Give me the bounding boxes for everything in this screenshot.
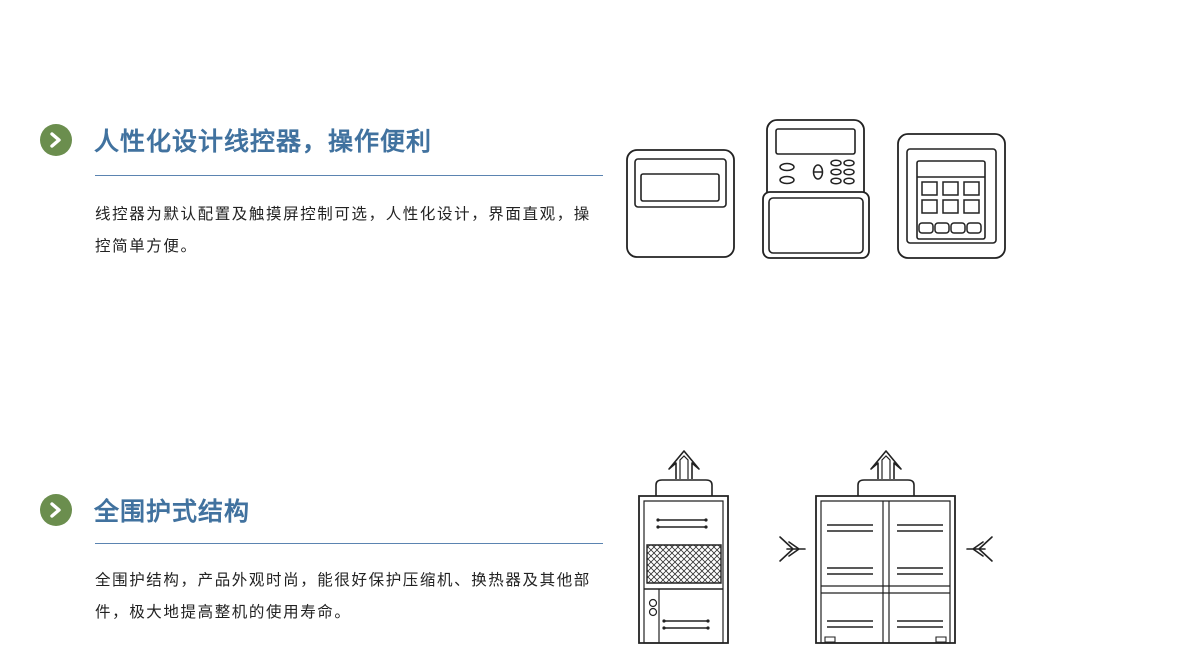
section-title: 全围护式结构 xyxy=(94,497,251,526)
chevron-right-icon xyxy=(40,124,72,156)
section-description: 线控器为默认配置及触摸屏控制可选，人性化设计，界面直观，操控简单方便。 xyxy=(95,205,591,255)
section-wired-controller: 人性化设计线控器，操作便利 线控器为默认配置及触摸屏控制可选，人性化设计，界面直… xyxy=(40,0,1200,335)
touchscreen-controller-icon xyxy=(897,133,1007,259)
section-heading: 全围护式结构 xyxy=(40,492,250,528)
single-module-unit-icon xyxy=(636,445,732,645)
double-module-unit-icon xyxy=(775,445,997,645)
section-heading: 人性化设计线控器，操作便利 xyxy=(40,122,432,158)
remote-controller-icon xyxy=(761,119,871,259)
section-divider xyxy=(95,175,603,176)
section-title: 人性化设计线控器，操作便利 xyxy=(94,127,433,156)
section-enclosed-structure: 全围护式结构 全围护结构，产品外观时尚，能很好保护压缩机、换热器及其他部件，极大… xyxy=(0,335,1200,670)
chevron-right-icon xyxy=(40,494,72,526)
section-description: 全围护结构，产品外观时尚，能很好保护压缩机、换热器及其他部件，极大地提高整机的使… xyxy=(95,571,591,621)
section-divider xyxy=(95,543,603,544)
wired-controller-icon xyxy=(626,149,736,259)
